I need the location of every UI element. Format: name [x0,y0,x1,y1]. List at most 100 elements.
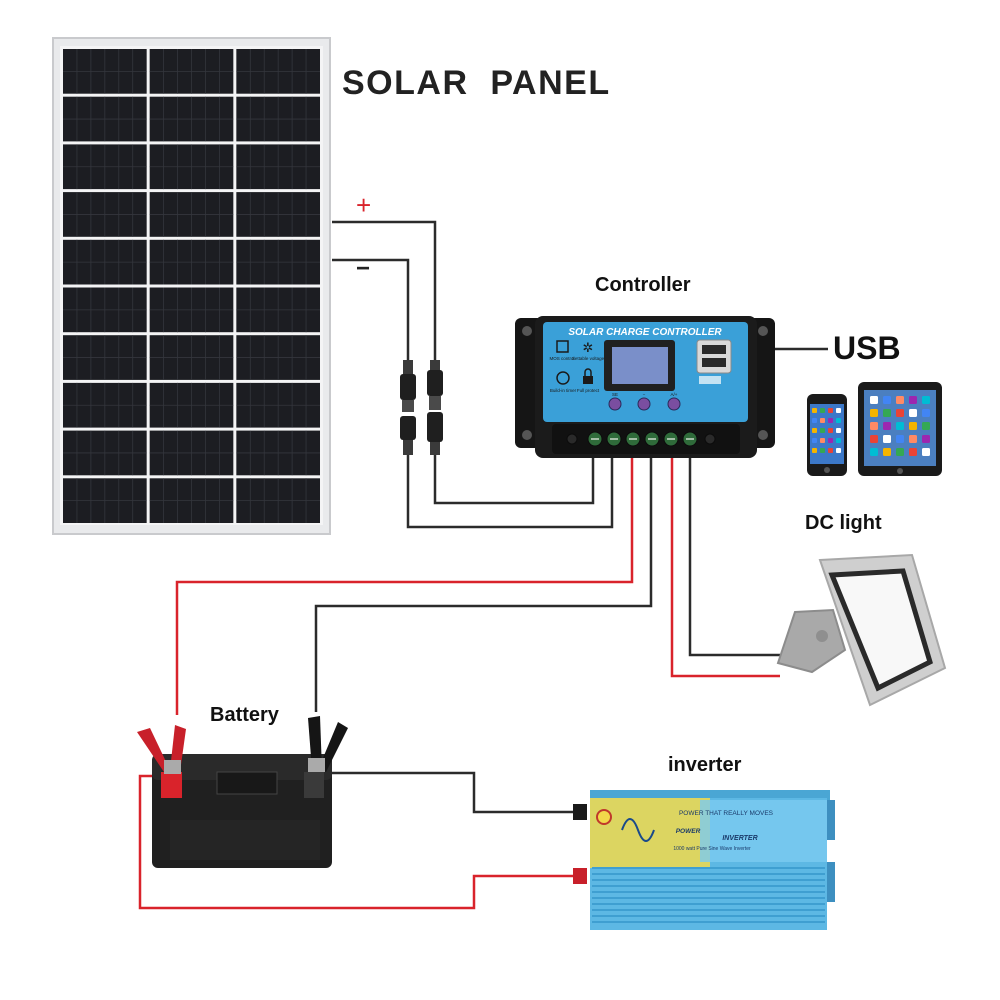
inverter-brand: POWER [676,828,701,835]
app-icon [836,428,841,433]
wiring [138,220,828,910]
app-icon [922,409,930,417]
mode-icon [556,340,569,353]
app-icon [909,435,917,443]
controller-buttons: SE − A/+ [608,392,681,411]
panel-cells [63,49,320,523]
controller-button-minus[interactable] [637,397,651,411]
mc4-connector-positive [427,360,443,455]
mc4-connectors [400,360,443,455]
app-icon [922,396,930,404]
inverter-top [590,790,830,800]
dc-light-label: DC light [805,512,882,534]
controller-button-plus[interactable] [667,397,681,411]
voltage-label: Settable voltage [572,356,605,361]
controller-button-se[interactable] [608,397,622,411]
app-icon [896,409,904,417]
app-icon [870,396,878,404]
app-icon [883,409,891,417]
wire-inverter-red [138,774,575,910]
app-icon [812,418,817,423]
inverter-label: inverter [668,754,742,776]
timer-label: Build-in timer [550,388,577,393]
wire-battery-positive [175,455,634,715]
gear-icon: ✲ [583,340,594,355]
battery-label: Battery [210,704,280,726]
app-icon [836,408,841,413]
app-icon [883,422,891,430]
app-icon [812,438,817,443]
wire-panel-positive [332,220,437,360]
app-icon [836,418,841,423]
sine-wave-icon [621,818,655,842]
phone-app-icons [812,408,841,453]
minus-sign: − [356,255,370,282]
app-icon [909,396,917,404]
usb-ports [696,339,732,384]
dc-floodlight [776,553,947,707]
lock-icon [583,376,593,384]
wire-panel-negative [332,258,410,360]
app-icon [836,438,841,443]
wire-load-black [688,455,780,657]
app-icon [883,448,891,456]
inverter-switch[interactable] [596,809,612,825]
app-icon [909,422,917,430]
wire-load-red [670,455,780,678]
mode-label: MOS control [549,356,574,361]
wire-pv-negative [406,455,614,529]
solar-panel-title: SOLAR PANEL [342,64,611,102]
inverter-slogan: POWER THAT REALLY MOVES [679,810,774,817]
app-icon [812,408,817,413]
app-icon [896,396,904,404]
app-icon [820,448,825,453]
tablet [858,382,942,476]
inverter-spec: 1000 watt Pure Sine Wave Inverter [673,846,751,852]
app-icon [828,438,833,443]
solar-panel [52,37,331,535]
inverter-fins [592,867,825,923]
app-icon [922,435,930,443]
battery-negative-terminal [304,772,324,798]
app-icon [896,422,904,430]
usb-label: USB [833,330,901,366]
app-icon [812,448,817,453]
terminal-cap [704,433,716,445]
black-alligator-clamp [308,716,348,772]
app-icon [896,435,904,443]
red-alligator-clamp [137,725,186,774]
app-icon [870,422,878,430]
app-icon [828,418,833,423]
tablet-app-icons [870,396,930,456]
app-icon [828,408,833,413]
btn-se-label: SE [612,392,618,397]
wire-battery-negative [314,455,653,712]
plus-sign: + [356,190,371,220]
terminal-cap [566,433,578,445]
protect-label: Full protect [577,388,600,393]
controller-face-title: SOLAR CHARGE CONTROLLER [568,327,722,338]
inverter-model: INVERTER [722,835,757,842]
app-icon [870,448,878,456]
app-icon [820,408,825,413]
app-icon [836,448,841,453]
wire-pv-positive [433,455,595,505]
terminals [566,431,716,447]
app-icon [820,428,825,433]
app-icon [922,422,930,430]
battery [137,716,348,868]
power-inverter: POWER THAT REALLY MOVES POWER INVERTER 1… [573,790,835,930]
app-icon [909,409,917,417]
app-icon [922,448,930,456]
btn-minus-label: − [643,392,646,397]
mc4-connector-negative [400,360,416,455]
app-icon [909,448,917,456]
controller-label: Controller [595,274,691,296]
app-icon [870,409,878,417]
app-icon [828,448,833,453]
app-icon [812,428,817,433]
app-icon [883,396,891,404]
app-icon [896,448,904,456]
battery-positive-terminal [161,772,182,798]
